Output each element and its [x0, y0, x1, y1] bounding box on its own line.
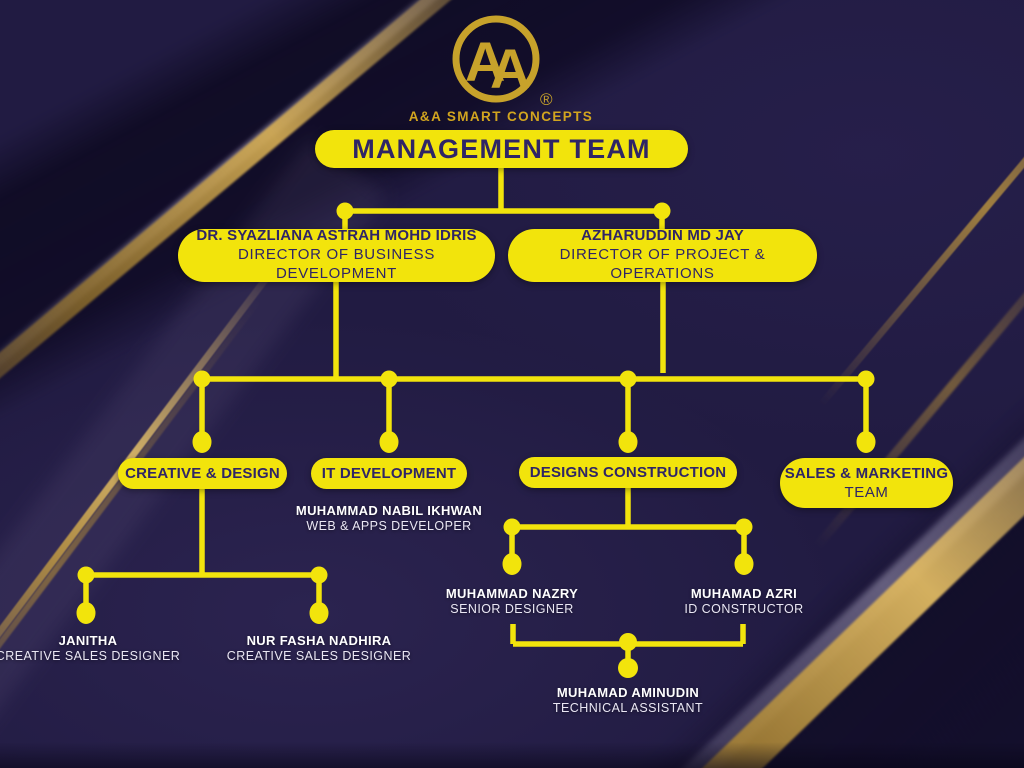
- company-name: A&A SMART CONCEPTS: [408, 109, 594, 124]
- chart-title: MANAGEMENT TEAM: [315, 130, 688, 168]
- logo-letter-a1: A: [465, 30, 505, 93]
- dept-label-line2: TEAM: [844, 484, 889, 501]
- node-member-nazry: MUHAMMAD NAZRY SENIOR DESIGNER: [412, 586, 612, 617]
- connector-dot: [379, 431, 399, 453]
- director-name: AZHARUDDIN MD JAY: [581, 227, 744, 245]
- logo-monogram-icon: A A ®: [452, 15, 553, 109]
- member-name: JANITHA: [58, 633, 118, 648]
- member-name: MUHAMAD AZRI: [690, 586, 798, 601]
- node-director-project-operations: AZHARUDDIN MD JAY DIRECTOR OF PROJECT & …: [508, 227, 817, 282]
- member-role: TECHNICAL ASSISTANT: [552, 701, 704, 715]
- node-member-aminudin: MUHAMAD AMINUDIN TECHNICAL ASSISTANT: [528, 685, 728, 716]
- logo-ring: [452, 15, 540, 103]
- member-role: CREATIVE SALES DESIGNER: [0, 649, 181, 663]
- member-name: MUHAMAD AMINUDIN: [556, 685, 700, 700]
- connector-dot: [618, 658, 638, 678]
- node-dept-creative-design: CREATIVE & DESIGN: [118, 458, 287, 489]
- connector-dot: [618, 431, 638, 453]
- connector-dot: [856, 431, 876, 453]
- node-dept-it-development: IT DEVELOPMENT: [311, 458, 467, 489]
- member-role: WEB & APPS DEVELOPER: [306, 519, 472, 533]
- director-name: DR. SYAZLIANA ASTRAH MOHD IDRIS: [196, 227, 477, 245]
- member-role: SENIOR DESIGNER: [450, 602, 574, 616]
- connector-dot: [309, 602, 329, 624]
- director-role: DIRECTOR OF BUSINESS DEVELOPMENT: [237, 246, 436, 282]
- node-member-nur-fasha: NUR FASHA NADHIRA CREATIVE SALES DESIGNE…: [219, 633, 419, 664]
- connector-dot: [76, 602, 96, 624]
- registered-trademark-icon: ®: [540, 90, 553, 109]
- member-role: ID CONSTRUCTOR: [684, 602, 804, 616]
- connector-dot: [502, 553, 522, 575]
- node-director-business-development: DR. SYAZLIANA ASTRAH MOHD IDRIS DIRECTOR…: [178, 227, 495, 282]
- company-logo: A A ®: [447, 8, 562, 110]
- dept-label: SALES & MARKETING: [784, 464, 949, 482]
- bg-streak: [0, 742, 1024, 768]
- node-dept-designs-construction: DESIGNS CONSTRUCTION: [519, 457, 737, 488]
- connector-dot: [192, 431, 212, 453]
- node-member-janitha: JANITHA CREATIVE SALES DESIGNER: [0, 633, 188, 664]
- node-dept-sales-marketing: SALES & MARKETING TEAM: [780, 458, 953, 508]
- node-member-azri: MUHAMAD AZRI ID CONSTRUCTOR: [644, 586, 844, 617]
- member-role: CREATIVE SALES DESIGNER: [226, 649, 412, 663]
- member-name: MUHAMMAD NABIL IKHWAN: [295, 503, 483, 518]
- connector-dot: [734, 553, 754, 575]
- member-name: NUR FASHA NADHIRA: [246, 633, 392, 648]
- logo-letter-a2: A: [490, 37, 530, 100]
- node-member-nabil: MUHAMMAD NABIL IKHWAN WEB & APPS DEVELOP…: [289, 503, 489, 534]
- member-name: MUHAMMAD NAZRY: [445, 586, 579, 601]
- director-role: DIRECTOR OF PROJECT & OPERATIONS: [559, 246, 766, 282]
